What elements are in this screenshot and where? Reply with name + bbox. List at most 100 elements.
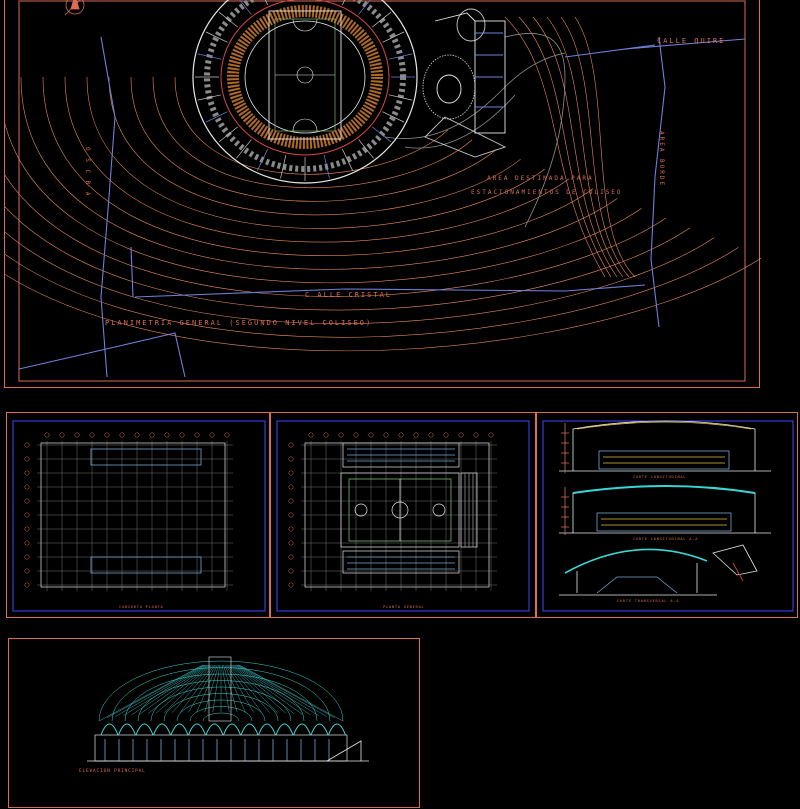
grid-bubble bbox=[288, 470, 294, 476]
facade-arch bbox=[135, 723, 154, 736]
facade-arch bbox=[275, 723, 294, 736]
roof-band bbox=[90, 556, 202, 574]
dome-rib bbox=[98, 664, 203, 722]
contour-line bbox=[174, 76, 449, 175]
grid-bubble bbox=[24, 568, 30, 574]
ring-partition bbox=[256, 148, 269, 171]
roof-band bbox=[90, 448, 202, 466]
dome-ring bbox=[111, 667, 331, 722]
dome-spine bbox=[208, 656, 232, 722]
ring-partition bbox=[205, 31, 228, 43]
street-label-cristal: C ALLE CRISTAL bbox=[305, 291, 393, 299]
roof-plan-caption: CUBIERTA PLANTA bbox=[119, 605, 164, 609]
ring-partition bbox=[341, 0, 346, 6]
roof-plan-sheet: CUBIERTA PLANTA bbox=[6, 412, 270, 618]
grid-bubble bbox=[353, 432, 359, 438]
ring-partition bbox=[264, 0, 269, 6]
dome-rib bbox=[225, 664, 254, 713]
facade-arch bbox=[258, 723, 276, 736]
ring-partition bbox=[382, 111, 405, 123]
grid-bubble bbox=[288, 554, 294, 560]
facade-arch bbox=[240, 723, 259, 736]
facade-arch bbox=[153, 723, 171, 736]
dome-rib bbox=[107, 664, 205, 718]
parking-label-line2: ESTACIONAMIENTOS DE COLISEO bbox=[471, 189, 623, 196]
grid-bubble bbox=[24, 498, 30, 504]
floor-plan-drawing bbox=[276, 420, 530, 612]
grid-bubble bbox=[194, 432, 200, 438]
ring-partition bbox=[218, 11, 238, 28]
grid-bubble bbox=[134, 432, 140, 438]
contour-line bbox=[152, 76, 473, 189]
contour-line bbox=[574, 16, 636, 278]
contour-line bbox=[546, 16, 624, 278]
ring-partition bbox=[218, 126, 238, 143]
ring-partition bbox=[197, 94, 222, 101]
grid-bubble bbox=[179, 432, 185, 438]
dome-rib bbox=[123, 664, 207, 716]
grid-bubble bbox=[89, 432, 95, 438]
sections-sheet: CORTE LONGITUDINAL CORTE LONGITUDINAL A-… bbox=[536, 412, 798, 618]
street-label-left: O S C R A bbox=[84, 147, 91, 198]
roof-plan-drawing bbox=[12, 420, 266, 612]
dome-rib bbox=[204, 664, 219, 713]
contour-line bbox=[86, 76, 545, 229]
facade-arch bbox=[100, 723, 119, 736]
basketball-court bbox=[340, 472, 460, 548]
ring-partition bbox=[382, 31, 405, 43]
facade-base bbox=[87, 734, 369, 762]
ring-partition bbox=[372, 11, 392, 28]
dome-ring bbox=[98, 660, 344, 722]
grid-bubble bbox=[473, 432, 479, 438]
dome-rib bbox=[229, 664, 279, 714]
street-label-quire: CALLE QUIRE bbox=[657, 37, 726, 45]
grid-bubble bbox=[24, 484, 30, 490]
contour-line bbox=[5, 231, 715, 324]
dome-rib bbox=[235, 664, 319, 716]
ring-partition bbox=[372, 126, 392, 143]
ring-partition bbox=[236, 139, 252, 159]
dome-rib bbox=[131, 664, 208, 716]
property-boundary bbox=[18, 36, 746, 378]
grid-bubble bbox=[149, 432, 155, 438]
grid-bubble bbox=[288, 526, 294, 532]
facade-arch bbox=[205, 723, 224, 736]
ring-partition bbox=[205, 111, 228, 123]
section-longitudinal-2 bbox=[559, 485, 771, 535]
ring-partition bbox=[323, 154, 330, 179]
grid-bubble bbox=[288, 582, 294, 588]
grid-bubble bbox=[119, 432, 125, 438]
dome-rib bbox=[155, 664, 212, 714]
building-outline bbox=[40, 442, 226, 588]
elevation-drawing bbox=[87, 656, 369, 762]
topographic-contours bbox=[5, 16, 761, 352]
dome-rib bbox=[234, 664, 311, 716]
grid-bubble bbox=[224, 432, 230, 438]
grid-bubble bbox=[288, 456, 294, 462]
grid-bubble bbox=[413, 432, 419, 438]
dome-ring bbox=[150, 686, 292, 722]
ring-partition bbox=[280, 154, 287, 179]
access-roads bbox=[384, 33, 566, 228]
north-arrow-icon bbox=[64, 0, 85, 16]
dome-ring bbox=[189, 706, 253, 722]
section-longitudinal-1 bbox=[559, 420, 771, 473]
contour-line bbox=[504, 16, 606, 278]
dome-rib bbox=[228, 664, 270, 713]
coliseum-plan bbox=[192, 0, 418, 184]
dome-ring bbox=[124, 673, 318, 722]
grid-bubble bbox=[383, 432, 389, 438]
ring-partition bbox=[341, 148, 354, 171]
section-2-caption: CORTE LONGITUDINAL A-A bbox=[633, 537, 699, 541]
dome-ring bbox=[163, 693, 279, 722]
grid-bubble bbox=[74, 432, 80, 438]
dome-rib bbox=[237, 664, 335, 718]
section-1-caption: CORTE LONGITUDINAL bbox=[633, 475, 687, 479]
grid-bubble bbox=[24, 512, 30, 518]
grid-bubble bbox=[308, 432, 314, 438]
grid-bubble bbox=[24, 554, 30, 560]
contour-line bbox=[532, 16, 618, 278]
parking-label-line1: AREA DESTINADA PARA bbox=[487, 175, 594, 182]
grid-bubble bbox=[44, 432, 50, 438]
grid-bubble bbox=[24, 470, 30, 476]
